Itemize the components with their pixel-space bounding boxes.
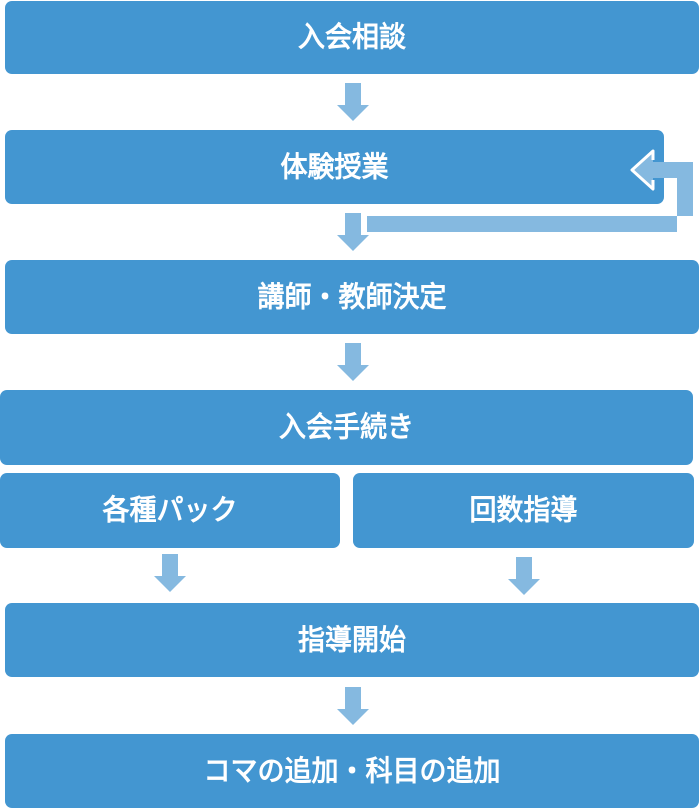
down-arrow-icon: [154, 554, 186, 592]
step-label: 講師・教師決定: [257, 280, 447, 314]
down-arrow-icon: [337, 83, 369, 121]
down-arrow-icon: [508, 557, 540, 595]
step-label: コマの追加・科目の追加: [203, 754, 501, 788]
step-tutor-decision: 講師・教師決定: [5, 260, 699, 334]
step-per-session: 回数指導: [353, 473, 694, 548]
step-pack-plans: 各種パック: [0, 473, 340, 548]
step-label: 回数指導: [469, 494, 578, 527]
step-trial-lesson: 体験授業: [5, 130, 664, 204]
step-label: 各種パック: [102, 494, 238, 527]
down-arrow-icon: [337, 213, 369, 251]
down-arrow-icon: [337, 343, 369, 381]
step-start-lessons: 指導開始: [5, 603, 699, 677]
step-label: 入会相談: [298, 21, 406, 54]
step-consultation: 入会相談: [5, 1, 699, 74]
down-arrow-icon: [337, 687, 369, 725]
step-label: 体験授業: [280, 150, 389, 184]
step-enrollment: 入会手続き: [0, 390, 693, 465]
step-label: 入会手続き: [279, 411, 414, 444]
step-add-more: コマの追加・科目の追加: [5, 734, 699, 808]
step-label: 指導開始: [298, 623, 406, 657]
